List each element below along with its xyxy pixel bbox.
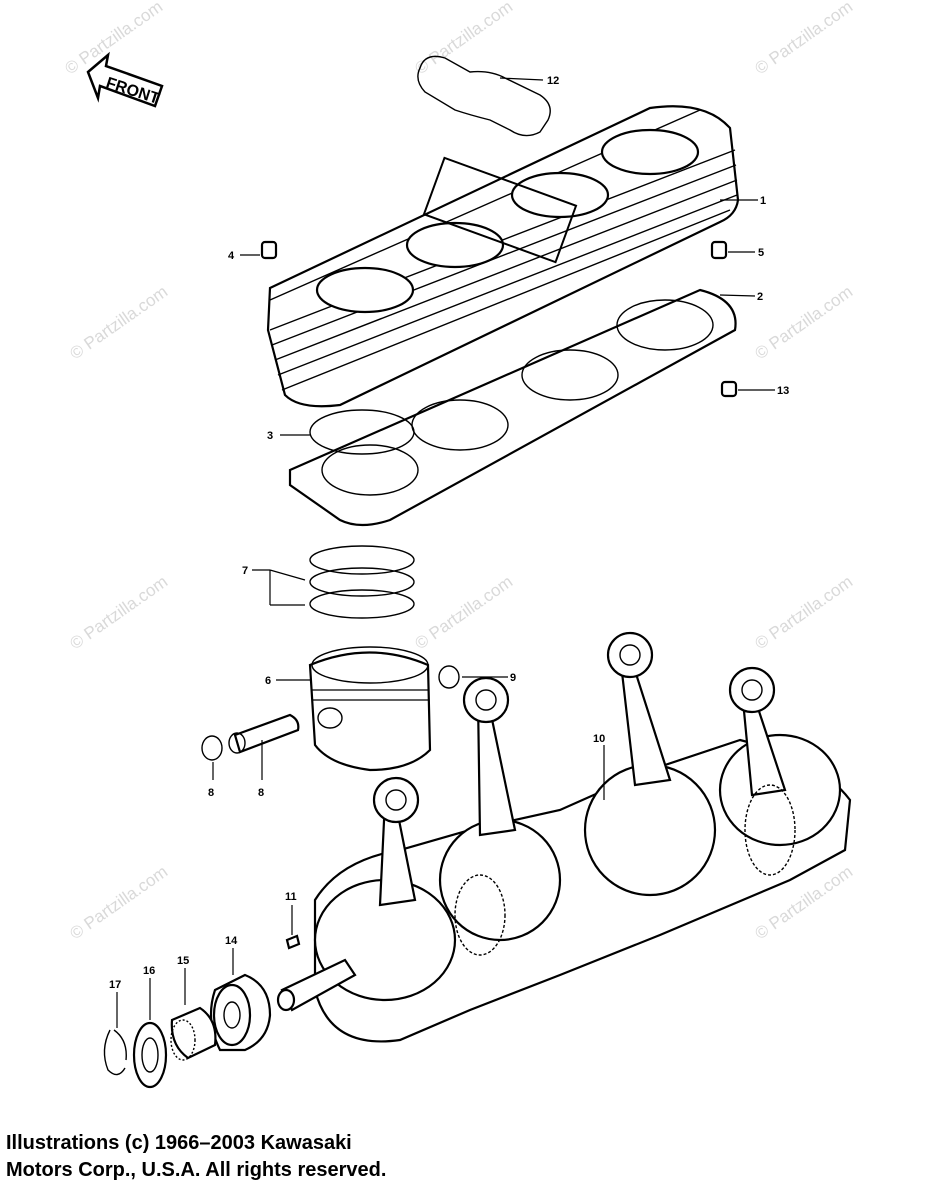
- part-16-washer: 16: [132, 965, 168, 1089]
- part-14-collar: 14: [209, 935, 272, 1052]
- callout-13: 13: [777, 385, 789, 397]
- part-1-cylinder-block: 1: [266, 105, 766, 408]
- watermark: © Partzilla.com: [411, 572, 516, 653]
- watermark: © Partzilla.com: [66, 572, 171, 653]
- part-11-key: 11: [285, 891, 301, 950]
- watermark: © Partzilla.com: [66, 862, 171, 943]
- callout-15: 15: [177, 955, 189, 967]
- part-12-gasket: 12: [417, 55, 559, 137]
- callout-16: 16: [143, 965, 155, 977]
- callout-1: 1: [760, 195, 766, 207]
- part-2-base-gasket: 2: [288, 288, 763, 527]
- front-arrow: FRONT: [86, 51, 164, 108]
- part-3-o-ring: 3: [267, 409, 415, 455]
- part-13-nut: 13: [720, 380, 789, 398]
- callout-6: 6: [265, 675, 271, 687]
- callout-2: 2: [757, 291, 763, 303]
- part-17-snap-ring: 17: [103, 979, 127, 1076]
- parts-diagram: © Partzilla.com © Partzilla.com © Partzi…: [61, 0, 856, 1089]
- callout-3: 3: [267, 430, 273, 442]
- callout-17: 17: [109, 979, 121, 991]
- part-6-piston: 6: [265, 646, 432, 772]
- copyright-line-1: Illustrations (c) 1966–2003 Kawasaki: [6, 1132, 352, 1154]
- part-4-dowel: 4: [228, 240, 278, 262]
- callout-12: 12: [547, 75, 559, 87]
- callout-4: 4: [228, 250, 235, 262]
- copyright-line-2: Motors Corp., U.S.A. All rights reserved…: [6, 1159, 387, 1181]
- part-15-needle-bearing: 15: [170, 955, 217, 1061]
- callout-8: 8: [258, 787, 264, 799]
- part-5-dowel: 5: [710, 240, 764, 260]
- watermark: © Partzilla.com: [751, 0, 856, 78]
- watermark: © Partzilla.com: [751, 572, 856, 653]
- callout-11: 11: [285, 891, 297, 903]
- part-10-crankshaft: 10: [276, 631, 852, 1043]
- watermark: © Partzilla.com: [61, 0, 166, 78]
- watermark: © Partzilla.com: [66, 282, 171, 363]
- callout-7: 7: [242, 565, 248, 577]
- callout-14: 14: [225, 935, 238, 947]
- callout-9-lower: 8: [208, 787, 214, 799]
- watermark: © Partzilla.com: [411, 0, 516, 78]
- part-8-piston-pin: 8: [228, 713, 300, 799]
- callout-9: 9: [510, 672, 516, 684]
- copyright-notice: Illustrations (c) 1966–2003 Kawasaki Mot…: [6, 1130, 906, 1184]
- watermark: © Partzilla.com: [751, 282, 856, 363]
- part-9-circlip-left: 8: [201, 735, 223, 799]
- part-7-piston-rings: 7: [242, 545, 415, 619]
- callout-10: 10: [593, 733, 605, 745]
- callout-5: 5: [758, 247, 764, 259]
